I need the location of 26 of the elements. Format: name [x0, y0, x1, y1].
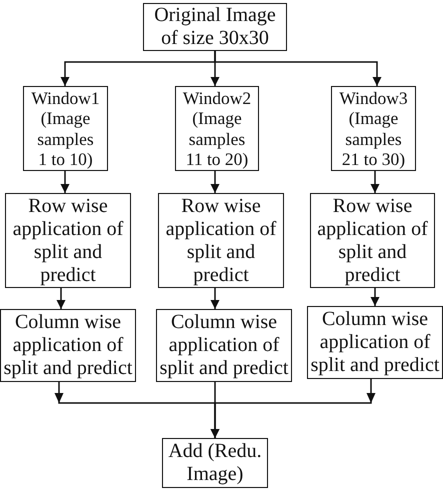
box-text: (Image samples 21 to 30) [340, 108, 406, 170]
arrow [60, 171, 70, 193]
process-box [331, 86, 416, 171]
process-box [143, 3, 287, 51]
arrow [370, 288, 380, 306]
box-heading: Window3 [339, 88, 408, 108]
box-heading: Window2 [182, 88, 252, 108]
process-box [23, 86, 108, 171]
arrow [214, 51, 382, 86]
box-text: Add (Redu. Image) [167, 440, 263, 486]
box-text: Column wise application of split and predict [158, 311, 290, 380]
arrow [210, 171, 220, 193]
box-text: Original Image of size 30x30 [153, 4, 277, 50]
arrow [370, 171, 380, 193]
box-text: (Image samples 11 to 20) [184, 108, 250, 170]
arrow [210, 379, 376, 438]
box-text: Column wise application of split and predict [310, 308, 440, 377]
arrow [56, 288, 66, 309]
box-text: Row wise application of split and predict [12, 194, 124, 286]
box-text: Row wise application of split and predict [316, 194, 429, 286]
box-heading: Window1 [31, 88, 100, 108]
process-box [175, 86, 259, 171]
arrow [210, 288, 220, 309]
box-text: Row wise application of split and predict [164, 194, 278, 286]
box-text: Column wise application of split and predict [2, 311, 134, 380]
box-text: (Image samples 1 to 10) [36, 108, 95, 170]
